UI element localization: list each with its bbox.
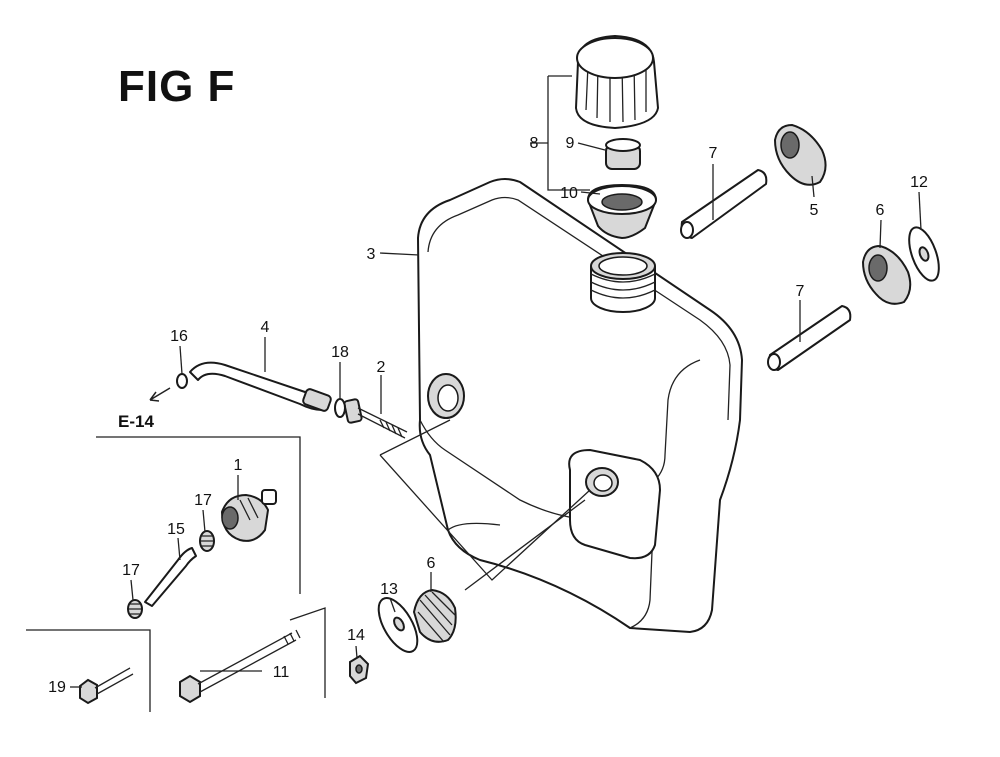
collar-lower <box>767 305 852 371</box>
fuel-valve <box>220 489 277 542</box>
collar-upper <box>680 169 768 239</box>
label-19: 19 <box>48 679 66 696</box>
label-9: 9 <box>566 135 575 152</box>
clip-18 <box>334 398 346 418</box>
label-4: 4 <box>261 319 270 336</box>
label-18: 18 <box>331 344 349 361</box>
cushion-6-upper <box>861 244 912 305</box>
label-12: 12 <box>910 174 928 191</box>
fuel-tank <box>417 178 743 633</box>
label-16: 16 <box>170 328 188 345</box>
label-7-lower: 7 <box>796 283 805 300</box>
label-3: 3 <box>367 246 376 263</box>
bolt-11 <box>179 629 301 704</box>
label-1: 1 <box>234 457 243 474</box>
fuel-strainer <box>586 183 658 240</box>
label-2: 2 <box>377 359 386 376</box>
label-17-lower: 17 <box>122 562 140 579</box>
label-5: 5 <box>810 202 819 219</box>
subassembly-frame <box>26 75 590 712</box>
washer-13 <box>377 597 419 653</box>
callout-lines <box>70 142 922 688</box>
clip-16 <box>176 373 188 389</box>
label-6-upper: 6 <box>876 202 885 219</box>
clip-17-lower <box>127 599 143 619</box>
fuel-tube-4 <box>189 361 332 412</box>
label-10: 10 <box>560 185 578 202</box>
label-17-upper: 17 <box>194 492 212 509</box>
fuel-cap <box>575 35 659 129</box>
cushion-5 <box>773 123 827 186</box>
label-14: 14 <box>347 627 365 644</box>
washer-12 <box>908 226 940 282</box>
cap-seal <box>605 138 641 170</box>
bolt-2 <box>343 398 408 439</box>
label-13: 13 <box>380 581 398 598</box>
label-8: 8 <box>530 135 539 152</box>
label-15: 15 <box>167 521 185 538</box>
nut-14 <box>349 654 370 685</box>
label-11: 11 <box>273 664 290 681</box>
cushion-6-lower <box>412 588 457 643</box>
reference-label: E-14 <box>118 412 154 431</box>
label-6-lower: 6 <box>427 555 436 572</box>
bolt-19 <box>79 667 134 705</box>
label-7-upper: 7 <box>709 145 718 162</box>
figure-title: FIG F <box>118 62 236 111</box>
fuel-tube-15 <box>144 547 197 607</box>
clip-17-upper <box>199 530 215 552</box>
